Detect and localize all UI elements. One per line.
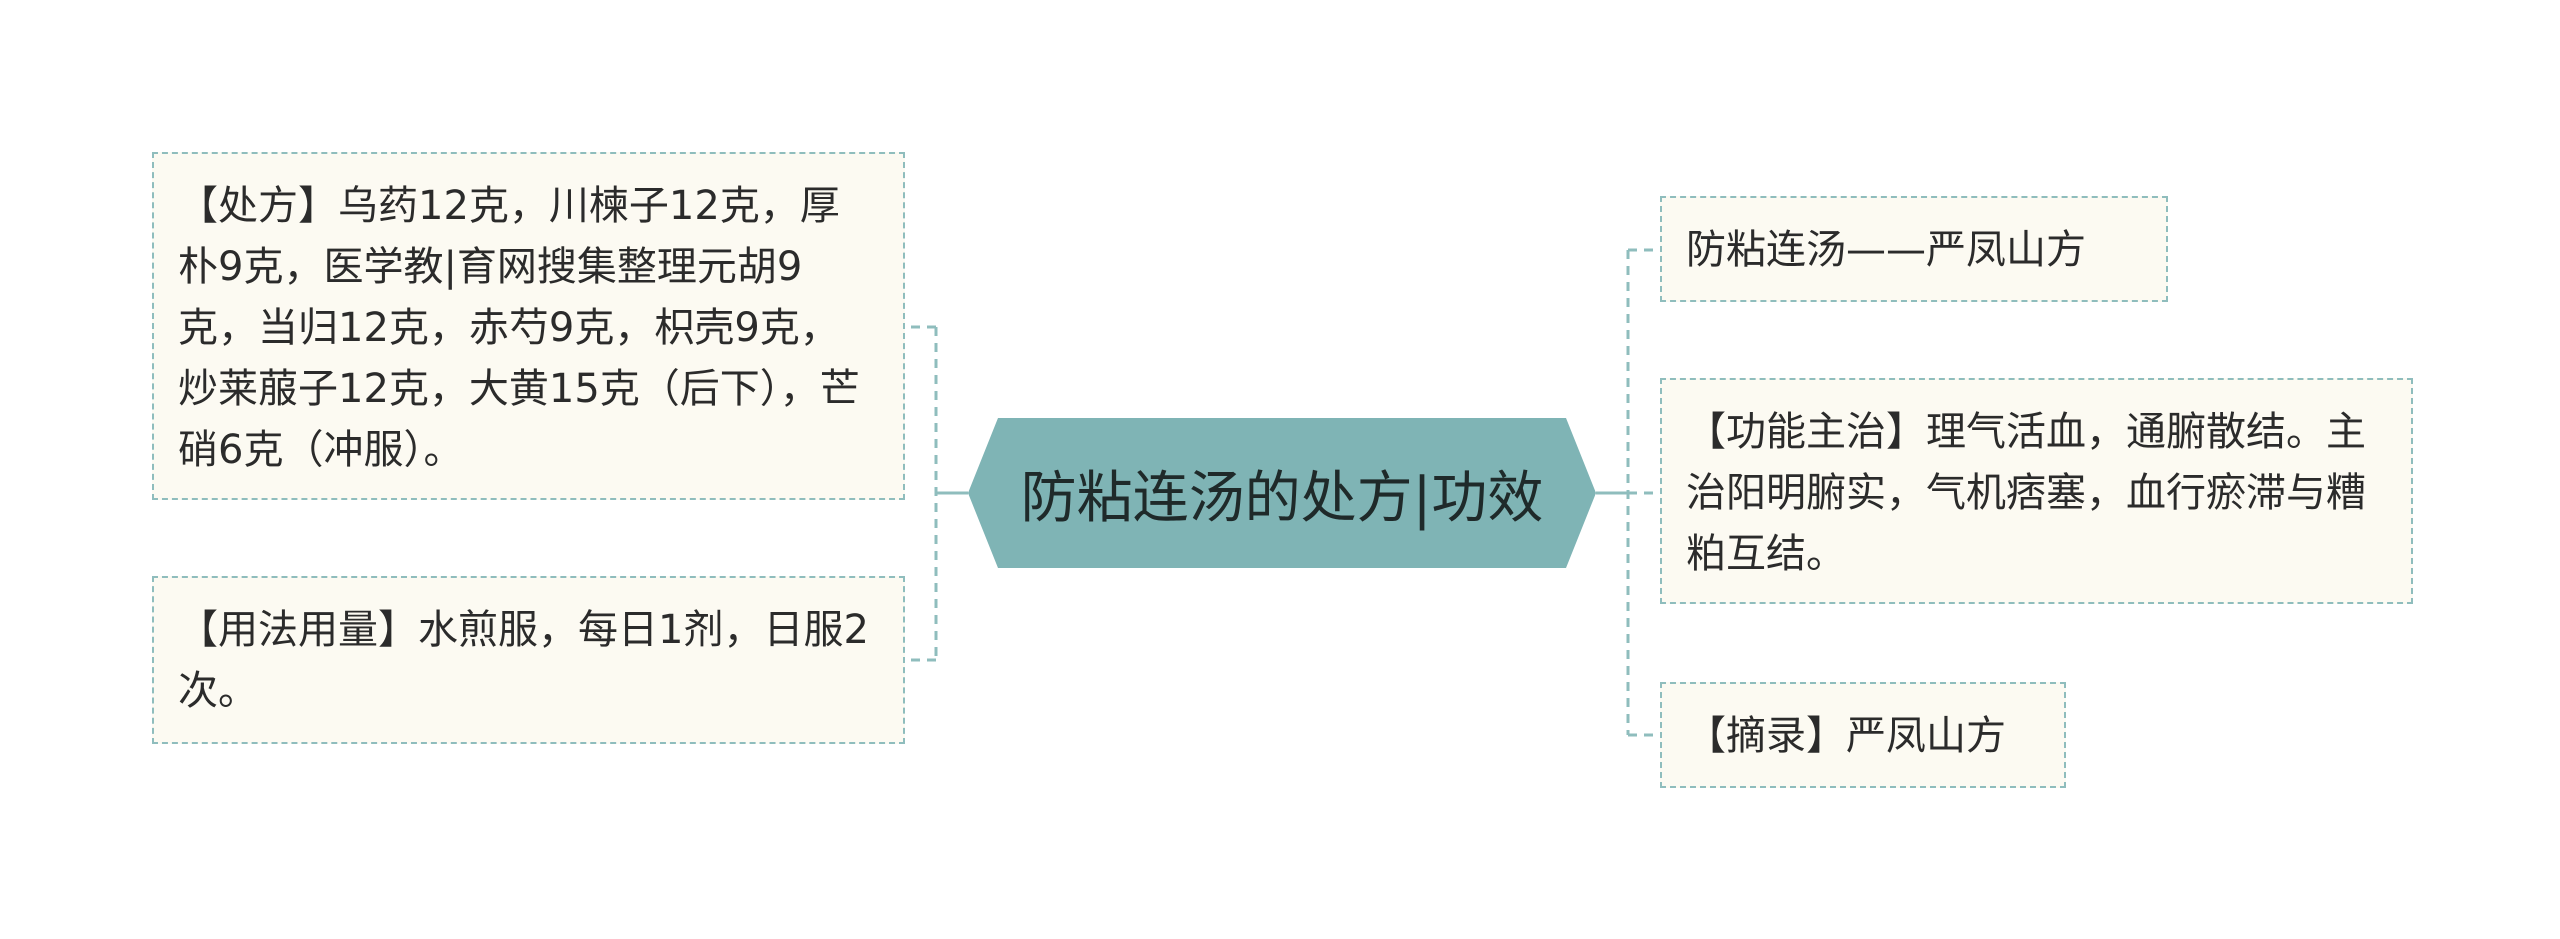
node-formula-title-text: 防粘连汤——严凤山方 [1686,227,2086,273]
node-usage[interactable]: 【用法用量】水煎服，每日1剂，日服2次。 [152,576,905,744]
node-prescription-text: 【处方】乌药12克，川楝子12克，厚朴9克，医学教|育网搜集整理元胡9克，当归1… [178,183,860,473]
node-formula-title[interactable]: 防粘连汤——严凤山方 [1660,196,2168,302]
node-excerpt-text: 【摘录】严凤山方 [1686,713,2006,759]
center-topic[interactable]: 防粘连汤的处方|功效 [968,418,1596,568]
node-function[interactable]: 【功能主治】理气活血，通腑散结。主治阳明腑实，气机痞塞，血行瘀滞与糟粕互结。 [1660,378,2413,604]
node-excerpt[interactable]: 【摘录】严凤山方 [1660,682,2066,788]
node-function-text: 【功能主治】理气活血，通腑散结。主治阳明腑实，气机痞塞，血行瘀滞与糟粕互结。 [1686,409,2366,577]
node-usage-text: 【用法用量】水煎服，每日1剂，日服2次。 [178,607,869,714]
node-prescription[interactable]: 【处方】乌药12克，川楝子12克，厚朴9克，医学教|育网搜集整理元胡9克，当归1… [152,152,905,500]
center-hexagon-shape [968,418,1596,568]
center-topic-label: 防粘连汤的处方|功效 [1020,465,1544,531]
